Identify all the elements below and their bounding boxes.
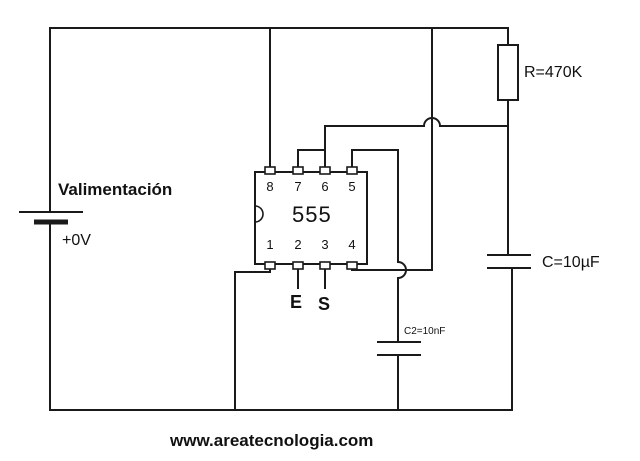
pin7-number: 7: [294, 179, 302, 194]
capacitor2-label: C2=10nF: [404, 326, 446, 337]
input-terminal-label: E: [290, 292, 303, 312]
resistor-body: [497, 44, 519, 101]
pin6-number: 6: [321, 179, 329, 194]
output-terminal-label: S: [318, 294, 331, 314]
website-footer: www.areatecnologia.com: [170, 431, 374, 450]
pin1-number: 1: [266, 237, 274, 252]
pin7-stub: [292, 166, 304, 175]
pin2-stub: [292, 261, 304, 270]
ground-label: +0V: [62, 232, 91, 249]
threshold-wire: [324, 117, 509, 173]
control-wire: [351, 149, 407, 343]
resistor-label: R=470K: [524, 64, 583, 81]
pin3-stub: [319, 261, 331, 270]
pin3-number: 3: [321, 237, 329, 252]
pin8-number: 8: [266, 179, 274, 194]
chip-notch-icon: [254, 205, 264, 223]
capacitor-label: C=10µF: [542, 254, 600, 271]
discharge-wire: [297, 149, 326, 173]
pin1-stub: [264, 261, 276, 270]
pin2-number: 2: [294, 237, 302, 252]
pin8-stub: [264, 166, 276, 175]
pin1-ground-wire: [234, 263, 271, 411]
pin4-stub: [346, 261, 358, 270]
chip-name: 555: [292, 202, 332, 227]
pin6-stub: [319, 166, 331, 175]
chip-body: [254, 171, 368, 265]
pin5-number: 5: [348, 179, 356, 194]
pin4-number: 4: [348, 237, 356, 252]
supply-label: Valimentación: [58, 180, 173, 199]
pin5-stub: [346, 166, 358, 175]
